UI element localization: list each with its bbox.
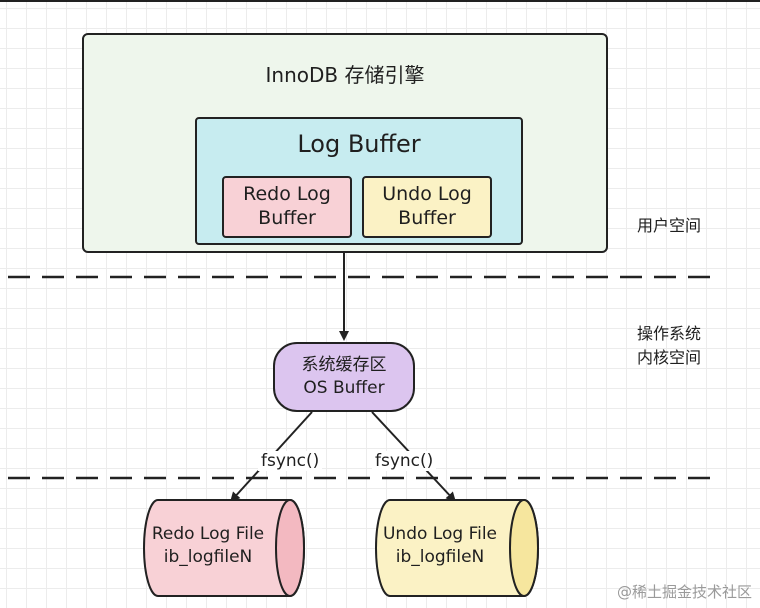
fsync-left-label: fsync() [258, 451, 323, 471]
user-space-label: 用户空间 [637, 216, 702, 235]
os-buffer-node: 系统缓存区 OS Buffer [273, 342, 415, 412]
undo-log-file-cylinder [375, 499, 539, 597]
redo-log-file-label: Redo Log File ib_logfileN [151, 524, 265, 567]
redo-log-file-cylinder [143, 499, 305, 597]
fsync-right-label: fsync() [372, 451, 437, 471]
top-border [0, 0, 760, 2]
kernel-space-label: 操作系统 内核空间 [637, 324, 702, 367]
watermark: @稀土掘金技术社区 [616, 583, 752, 601]
innodb-engine-title: InnoDB 存储引擎 [265, 63, 425, 87]
redo-log-buffer-label: Redo Log Buffer [243, 183, 331, 229]
log-buffer-title: Log Buffer [297, 130, 421, 158]
os-buffer-label: 系统缓存区 OS Buffer [301, 355, 387, 398]
redo-log-buffer-box: Redo Log Buffer [222, 176, 352, 238]
undo-log-file-label: Undo Log File ib_logfileN [382, 524, 498, 567]
undo-log-buffer-label: Undo Log Buffer [382, 183, 472, 229]
undo-log-buffer-box: Undo Log Buffer [362, 176, 492, 238]
